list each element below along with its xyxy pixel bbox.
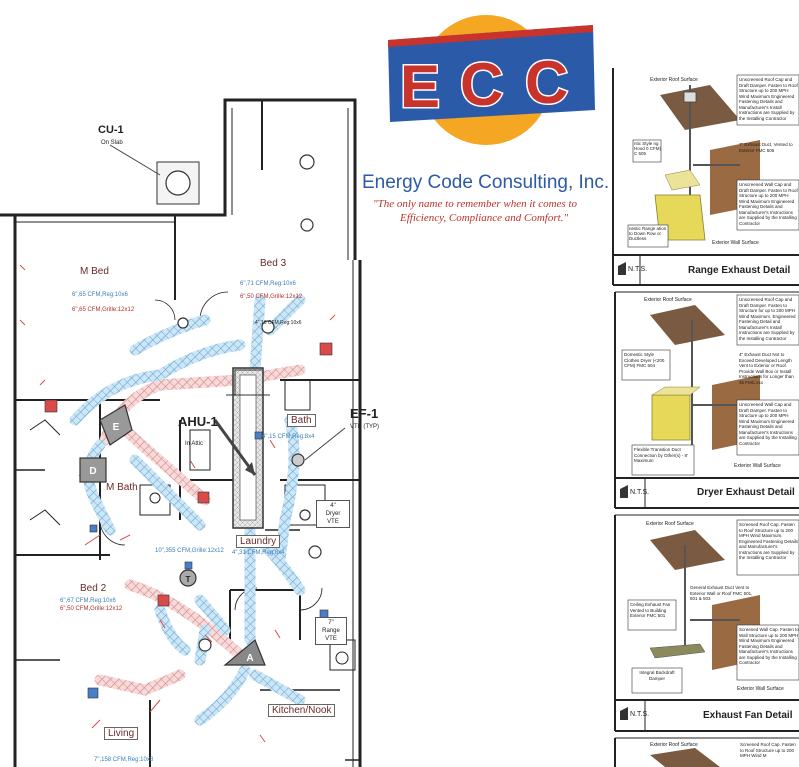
fan-note-roof-cap: Screened Roof Cap. Fasten to Roof Struct… [739, 522, 799, 560]
range-note-hood: ntic Style ng Hood 0 CFM) C 505 [634, 141, 661, 156]
range-note-wall: Exterior Wall Surface [712, 240, 759, 246]
range-detail-title: Range Exhaust Detail [688, 265, 791, 276]
room-living: Living [104, 727, 139, 740]
laundry-cfm-return: 10",355 CFM,Grille:12x12 [155, 548, 224, 554]
svg-text:T: T [186, 575, 191, 584]
room-m-bath: M Bath [106, 482, 138, 493]
fan-note-fan: Ceiling Exhaust Fan Vented to Building E… [630, 602, 671, 618]
tagline-line-2: Efficiency, Compliance and Comfort." [400, 212, 569, 224]
ef1-leader [304, 427, 346, 461]
range-vte: VTE [325, 636, 337, 642]
symbol-letters: E D A T [89, 422, 253, 664]
ef1-note: VTE (TYP) [350, 424, 380, 430]
m-bed-cfm-return: 6",65 CFM,Grille:12x12 [72, 307, 135, 313]
airflow-arrows [19, 264, 336, 743]
fan-nts: N.T.S. [630, 711, 650, 718]
dryer-note-wall: Exterior Wall Surface [734, 463, 781, 469]
symbols [78, 154, 322, 666]
logo-letter-c2: C [525, 49, 568, 116]
cu1-note: On Slab [101, 140, 123, 146]
laundry-cfm-supply: 4",31 CFM,Reg:8x4 [232, 550, 285, 556]
ef1-label: EF-1 [350, 406, 379, 421]
supply-ducts [69, 294, 306, 726]
fan-note-wall-cap: Screened Wall Cap. Fasten to Wall Struct… [739, 627, 799, 665]
logo-letter-e: E [400, 53, 440, 120]
bed3-cfm-return: 6",50 CFM,Grille:12x12 [240, 294, 303, 300]
tagline-line-1: "The only name to remember when it comes… [373, 198, 578, 210]
dryer-size: 4" [330, 503, 336, 509]
ecc-logo: E C C [388, 15, 595, 145]
range-note-duct: 7" Exhaust Duct, Vented to Exterior FMC … [739, 142, 793, 153]
svg-text:E: E [113, 422, 120, 433]
svg-text:D: D [89, 466, 96, 477]
bed3-cfm-extra: 4",16 CFM,Reg:10x6 [255, 320, 302, 326]
bed2-cfm-return: 6",50 CFM,Grille:12x12 [60, 606, 123, 612]
dryer-note-duct: 4" Exhaust Duct Not to Exceed Developed … [739, 352, 794, 385]
fan-detail-title: Exhaust Fan Detail [703, 710, 793, 721]
room-m-bed: M Bed [80, 266, 109, 277]
room-kitchen: Kitchen/Nook [268, 704, 336, 717]
bed2-cfm-supply: 6",67 CFM,Reg:10x6 [60, 598, 116, 604]
fourth-note-roof: Exterior Roof Surface [650, 742, 698, 748]
dryer-note-roof: Exterior Roof Surface [644, 297, 692, 303]
svg-text:A: A [246, 653, 253, 664]
fan-note-wall: Exterior Wall Surface [737, 686, 784, 692]
company-name: Energy Code Consulting, Inc. [362, 172, 610, 193]
dryer-vte: VTE [327, 519, 339, 525]
dryer-note-wall-cap: Unscreened Wall Cap and Draft Damper. Fa… [739, 402, 797, 446]
dryer-label: Dryer [325, 511, 341, 517]
dryer-note-transition: Flexible Transition Duct Connection by O… [634, 447, 688, 463]
fan-note-damper: Integral Backdraft Damper [639, 670, 675, 681]
ahu1-note: In Attic [185, 441, 204, 447]
room-bath: Bath [287, 414, 316, 427]
bath-cfm: 4",15 CFM,Reg:8x4 [262, 434, 315, 440]
cu1-unit [109, 144, 200, 205]
range-note-range: nestic Range ation to Down Row or Ductle… [629, 226, 667, 241]
ahu1-label: AHU-1 [178, 414, 218, 429]
fourth-note-cap: Screened Roof Cap. Fasten to Roof Struct… [740, 742, 796, 758]
range-vte-box: 7" Range VTE [315, 617, 347, 645]
cu1-label: CU-1 [98, 124, 124, 136]
dryer-nts: N.T.S. [630, 489, 650, 496]
bed3-cfm-supply: 6",71 CFM,Reg:10x6 [240, 281, 296, 287]
dryer-detail-title: Dryer Exhaust Detail [697, 487, 795, 498]
m-bed-cfm-supply: 6",65 CFM,Reg:10x6 [72, 292, 128, 298]
living-cfm: 7",158 CFM,Reg:10x8 [94, 757, 154, 763]
room-bed3: Bed 3 [260, 258, 287, 269]
range-note-roof-cap: Unscreened Roof Cap and Draft Damper. Fa… [739, 77, 798, 121]
room-laundry: Laundry [236, 535, 281, 548]
room-bed2: Bed 2 [80, 583, 107, 594]
range-note-wall-cap: Unscreened Wall Cap and Draft Damper. Fa… [739, 182, 798, 226]
dryer-note-roof-cap: Unscreened Roof Cap and Draft Damper. Fa… [739, 297, 796, 341]
detail-panels [612, 68, 799, 767]
range-note-roof: Exterior Roof Surface [650, 77, 698, 83]
logo-letter-c1: C [460, 51, 503, 118]
range-size: 7" [328, 620, 334, 626]
dryer-vte-box: 4" Dryer VTE [316, 500, 350, 528]
range-nts: N.T.S. [628, 266, 648, 273]
range-label: Range [322, 628, 340, 634]
ahu-arrow [213, 419, 257, 476]
fan-note-duct: General Exhaust Duct Vent to Exterior Wa… [690, 585, 753, 601]
dryer-note-dryer: Domestic Style Clothes Dryer (<200 CFM) … [624, 352, 665, 368]
nts-icons [618, 262, 628, 720]
fan-note-roof: Exterior Roof Surface [646, 521, 694, 527]
